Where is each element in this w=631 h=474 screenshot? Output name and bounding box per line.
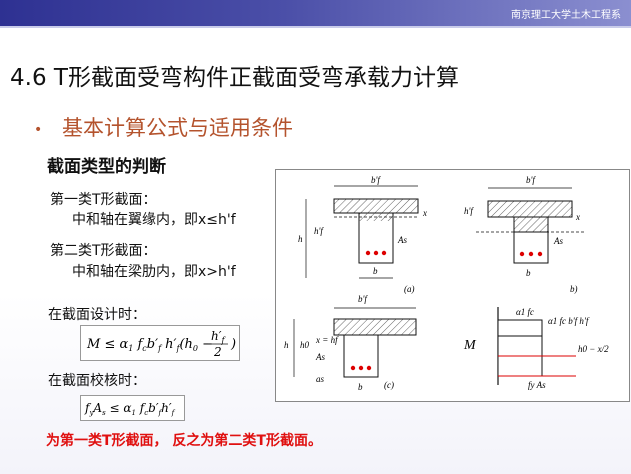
rebar-c1	[350, 365, 356, 371]
web-c	[343, 334, 379, 378]
label-hf-b: h'f	[464, 206, 474, 216]
type1-desc: 中和轴在翼缘内，即x≤h'f	[72, 212, 236, 228]
label-as-a: As	[397, 235, 407, 245]
flange-a-hatch	[333, 198, 419, 214]
stress-block	[497, 319, 543, 337]
flange-b-hatch	[487, 200, 573, 218]
svg-text:2: 2	[213, 345, 222, 359]
web-b	[513, 231, 549, 264]
rebar-a1	[365, 250, 371, 256]
label-h-c: h	[284, 340, 289, 350]
type1-label: 第一类T形截面：	[50, 192, 157, 208]
label-xeq-c: x = hf	[315, 335, 339, 345]
check-label: 在截面校核时：	[48, 373, 146, 389]
label-h-a: h	[298, 234, 303, 244]
diagram-a: b'f h h'f x As b (a)	[298, 175, 427, 294]
conclusion-text: 为第一类T形截面， 反之为第二类T形截面。	[46, 433, 322, 449]
label-bf-b: b'f	[526, 175, 536, 185]
t-section-svg: b'f h h'f x As b (a) b'f	[284, 175, 609, 392]
svg-text:fyAs ≤ α1 fcb′fh′f: fyAs ≤ α1 fcb′fh′f	[84, 401, 176, 417]
header-divider	[0, 26, 631, 28]
header-bar: 南京理工大学土木工程系	[0, 0, 631, 26]
flange-c-hatch	[333, 318, 417, 336]
svg-text:h′f: h′f	[211, 329, 226, 345]
design-formula-svg: M ≤ α1 fcb′f h′f(h0 − h′f 2 )	[86, 329, 236, 359]
design-formula: M ≤ α1 fcb′f h′f(h0 − h′f 2 )	[80, 325, 240, 361]
label-x-b: x	[575, 212, 580, 222]
label-fyAs: fy As	[528, 380, 546, 390]
label-M: M	[463, 338, 477, 353]
rebar-a3	[381, 250, 387, 256]
diagram-c: b'f h h0 x = hf As as b (c)	[284, 294, 417, 392]
label-bf-c: b'f	[358, 294, 368, 304]
check-formula-svg: fyAs ≤ α1 fcb′fh′f	[84, 401, 176, 417]
label-as-b: As	[553, 236, 563, 246]
stress-diagram: M α1 fc α1 fc b'f h'f h0 − x/2 fy As	[463, 307, 609, 390]
label-b-c: b	[358, 382, 363, 392]
label-b-b: b	[526, 268, 531, 278]
design-label: 在截面设计时：	[48, 307, 146, 323]
t-section-diagram: b'f h h'f x As b (a) b'f	[275, 169, 630, 402]
label-h0-c: h0	[300, 340, 310, 350]
label-x-a: x	[422, 208, 427, 218]
svg-text:M ≤ α1 fcb′f h′f(h0 −: M ≤ α1 fcb′f h′f(h0 −	[86, 337, 213, 353]
subheading: 截面类型的判断	[47, 157, 166, 177]
type2-label: 第二类T形截面：	[50, 243, 157, 259]
section-heading: 基本计算公式与适用条件	[62, 116, 293, 140]
type2-desc: 中和轴在梁肋内，即x>h'f	[72, 264, 236, 280]
rebar-b2	[528, 251, 534, 257]
label-force: α1 fc b'f h'f	[548, 316, 590, 326]
label-asub-c: as	[316, 374, 325, 384]
rebar-c3	[366, 365, 372, 371]
label-bb: b)	[570, 284, 578, 294]
label-c: (c)	[384, 380, 394, 390]
label-as-c: As	[315, 352, 325, 362]
rebar-b1	[519, 251, 525, 257]
svg-text:): )	[230, 337, 236, 352]
bullet-icon: •	[34, 122, 43, 138]
check-formula: fyAs ≤ α1 fcb′fh′f	[80, 395, 185, 421]
label-b-a: b	[373, 266, 378, 276]
rebar-c2	[358, 365, 364, 371]
rebar-b3	[537, 251, 543, 257]
label-bf-a: b'f	[371, 175, 381, 185]
rebar-a2	[373, 250, 379, 256]
label-hf-a: h'f	[314, 226, 324, 236]
label-a: (a)	[404, 284, 415, 294]
school-name: 南京理工大学土木工程系	[511, 10, 621, 21]
diagram-b: b'f h'f x As b b)	[464, 175, 586, 294]
slide-title: 4.6 T形截面受弯构件正截面受弯承载力计算	[10, 65, 459, 91]
label-lever: h0 − x/2	[578, 344, 609, 354]
label-a1fc: α1 fc	[516, 307, 534, 317]
